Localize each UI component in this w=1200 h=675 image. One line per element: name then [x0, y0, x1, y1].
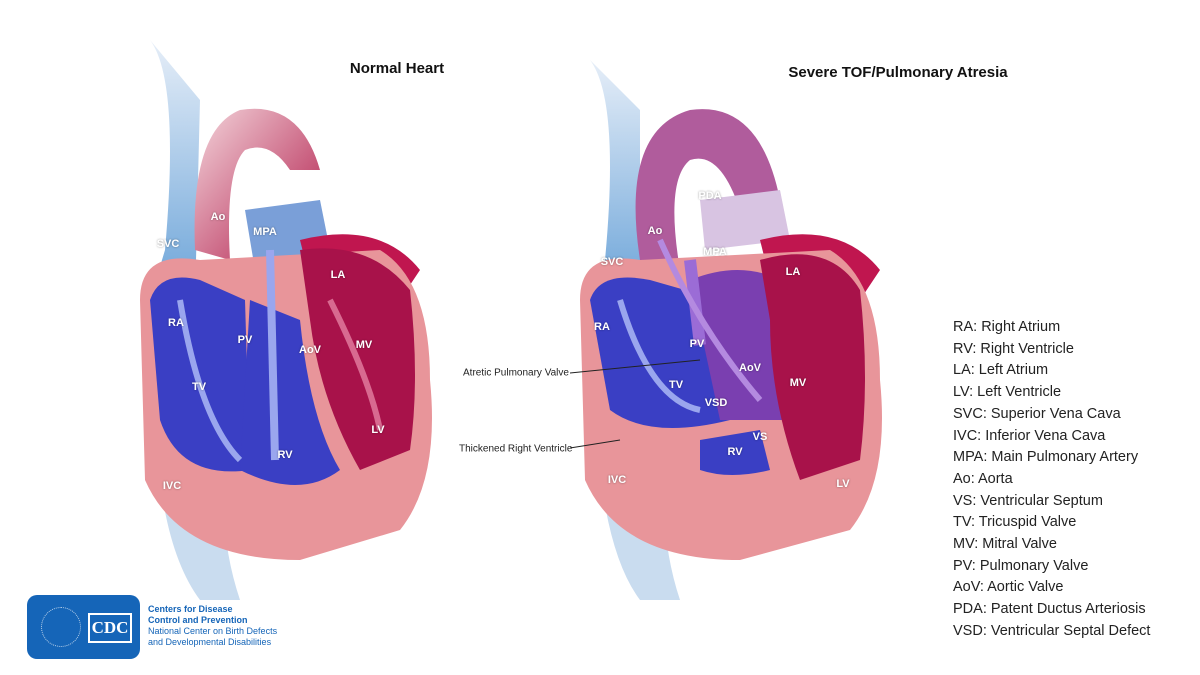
legend-item: MV: Mitral Valve [953, 536, 1057, 553]
legend-item: TV: Tricuspid Valve [953, 514, 1077, 531]
label-ao: Ao [210, 211, 226, 223]
org-line-4: and Developmental Disabilities [148, 637, 272, 647]
legend-item: PDA: Patent Ductus Arteriosis [953, 601, 1146, 618]
label-ra: RA [168, 317, 184, 329]
label-tv: TV [191, 381, 207, 393]
normal-heart [140, 40, 432, 600]
legend-item: SVC: Superior Vena Cava [953, 405, 1121, 422]
label-lv: LV [371, 424, 385, 436]
cdc-mark: CDC [88, 613, 132, 643]
cdc-logo: CDC [27, 595, 140, 659]
label-mpa: MPA [703, 246, 727, 258]
tof-heart [580, 60, 882, 600]
label-ra: RA [594, 321, 610, 333]
label-pda: PDA [698, 190, 722, 202]
label-mv: MV [789, 377, 807, 389]
org-line-2: Control and Prevention [148, 615, 248, 625]
label-ivc: IVC [607, 474, 627, 486]
label-ivc: IVC [162, 480, 182, 492]
legend-item: PV: Pulmonary Valve [953, 557, 1089, 574]
label-lv: LV [836, 478, 850, 490]
label-svc: SVC [156, 238, 180, 250]
legend-item: RV: Right Ventricle [953, 340, 1074, 357]
thickened-callout-line [569, 439, 621, 449]
tof-heart-title: Severe TOF/Pulmonary Atresia [788, 64, 1008, 81]
legend-item: LV: Left Ventricle [953, 384, 1062, 401]
legend-item: MPA: Main Pulmonary Artery [953, 449, 1139, 466]
label-vs: VS [752, 431, 768, 443]
normal-heart-title: Normal Heart [349, 60, 445, 77]
org-line-1: Centers for Disease [148, 604, 233, 614]
callout-thickened-right-ventricle: Thickened Right Ventricle [459, 443, 573, 455]
label-pv: PV [689, 338, 705, 350]
legend-item: AoV: Aortic Valve [953, 579, 1064, 596]
label-mv: MV [355, 339, 373, 351]
legend-item: VSD: Ventricular Septal Defect [953, 622, 1151, 639]
label-svc: SVC [600, 256, 624, 268]
label-mpa: MPA [253, 226, 277, 238]
label-aov: AoV [299, 344, 321, 356]
atretic-callout-line [569, 359, 701, 374]
hhs-eagle-icon [41, 607, 81, 647]
legend-item: LA: Left Atrium [953, 362, 1049, 379]
org-line-3: National Center on Birth Defects [148, 626, 278, 636]
abbreviation-legend: RA: Right Atrium RV: Right Ventricle LA:… [953, 317, 1150, 643]
label-pv: PV [237, 334, 253, 346]
label-rv: RV [277, 449, 293, 461]
legend-item: RA: Right Atrium [953, 319, 1061, 335]
label-vsd: VSD [704, 397, 728, 409]
label-la: LA [330, 269, 346, 281]
label-tv: TV [668, 379, 684, 391]
legend-item: IVC: Inferior Vena Cava [953, 427, 1106, 444]
label-ao: Ao [647, 225, 663, 237]
callout-atretic-pulmonary-valve: Atretic Pulmonary Valve [463, 367, 569, 379]
cdc-org-name: Centers for Disease Control and Preventi… [148, 604, 277, 648]
label-la: LA [785, 266, 801, 278]
legend-item: VS: Ventricular Septum [953, 492, 1103, 509]
label-aov: AoV [739, 362, 761, 374]
label-rv: RV [727, 446, 743, 458]
legend-item: Ao: Aorta [953, 470, 1013, 487]
